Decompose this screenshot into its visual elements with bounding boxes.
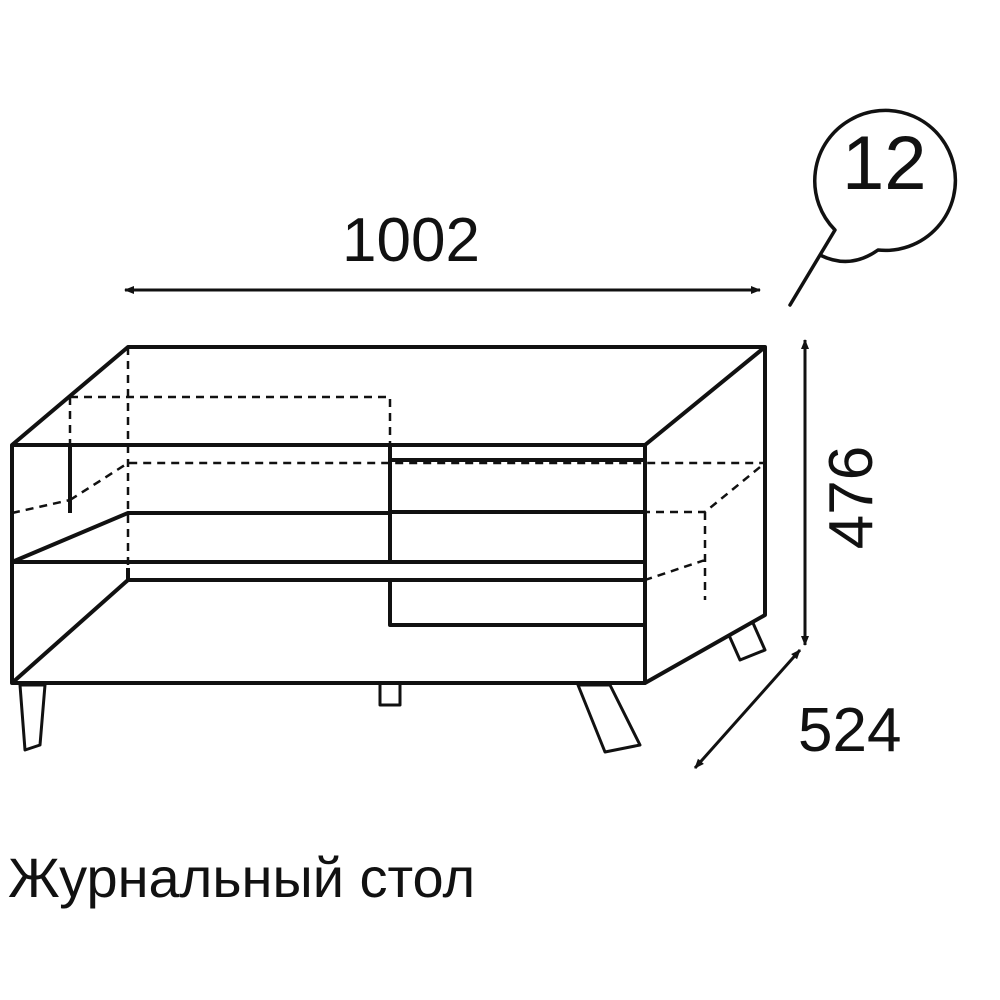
caption: Журнальный стол	[8, 846, 476, 909]
leg	[378, 681, 402, 707]
leg	[18, 683, 47, 752]
callout-number: 12	[842, 121, 927, 206]
width-label: 1002	[342, 206, 480, 275]
depth-label: 524	[798, 696, 902, 765]
depth-dimension-line	[693, 649, 802, 769]
callout-bubble	[788, 108, 958, 307]
leg	[576, 683, 642, 754]
height-label: 476	[817, 445, 887, 550]
